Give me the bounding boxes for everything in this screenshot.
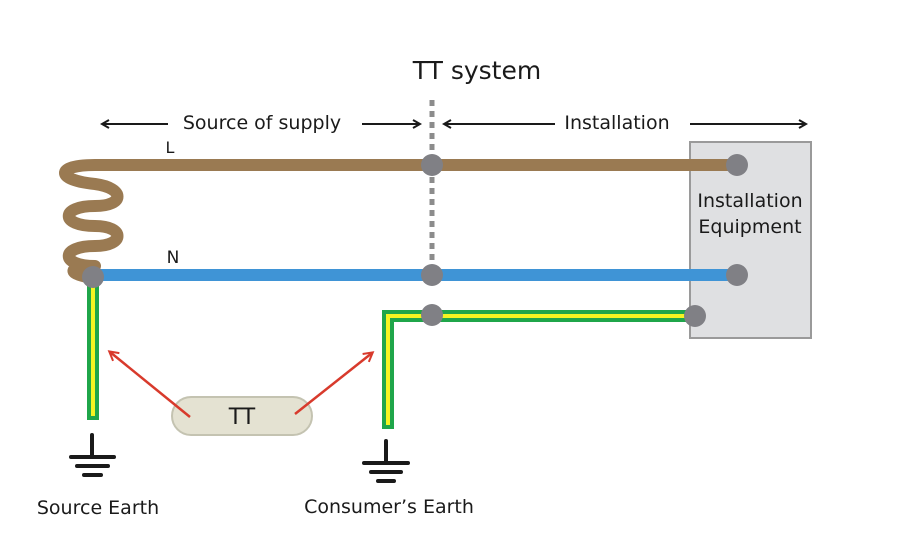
- line-conductor-label: L: [166, 138, 175, 157]
- transformer-coil: [59, 159, 124, 284]
- installation-label: Installation: [564, 112, 669, 134]
- protective-earth-conductor: [382, 310, 695, 429]
- line-conductor: [59, 159, 735, 284]
- equipment-line-terminal: [726, 154, 748, 176]
- origin-neutral-terminal: [421, 264, 443, 286]
- equipment-label-line2: Equipment: [698, 216, 801, 238]
- source-ground-icon: [69, 433, 116, 477]
- neutral-conductor-label: N: [167, 248, 180, 268]
- installation-equipment-box: [689, 141, 812, 339]
- equipment-earth-terminal: [684, 305, 706, 327]
- tt-badge: [171, 396, 313, 436]
- consumer-ground-icon: [362, 439, 410, 483]
- origin-earth-terminal: [421, 304, 443, 326]
- equipment-label-line1: Installation: [697, 190, 802, 212]
- diagram-title: TT system: [412, 56, 541, 85]
- source-neutral-star-point-terminal: [82, 266, 104, 288]
- source-earth-label: Source Earth: [37, 497, 159, 519]
- pointer-to-consumer-earth: [294, 353, 372, 415]
- source-of-supply-span: Source of supply: [102, 112, 420, 134]
- tt-badge-label: TT: [228, 405, 256, 430]
- consumer-earth-label: Consumer’s Earth: [304, 496, 474, 518]
- source-of-supply-label: Source of supply: [183, 112, 341, 134]
- equipment-neutral-terminal: [726, 264, 748, 286]
- installation-span: Installation: [444, 112, 806, 134]
- origin-line-terminal: [421, 154, 443, 176]
- pointer-to-source-earth: [110, 352, 191, 418]
